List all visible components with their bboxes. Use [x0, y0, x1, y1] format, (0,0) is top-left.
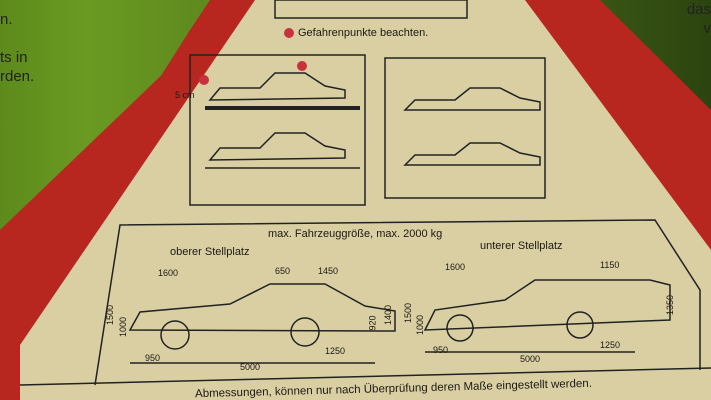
- danger-marker-icon: [284, 28, 294, 38]
- right-side-text: das v: [686, 1, 711, 37]
- upper-diagram-frame: [189, 54, 366, 206]
- lower-spot-label: unterer Stellplatz: [480, 240, 563, 252]
- car-drawings: [19, 72, 711, 386]
- dim-label: 1150: [600, 260, 620, 270]
- dim-label: 5000: [240, 362, 261, 372]
- dim-label: 1500: [403, 302, 414, 324]
- left-side-text: n. ts in rden.: [0, 11, 35, 85]
- dim-label: 1350: [665, 294, 676, 316]
- dim-label: 1500: [105, 304, 116, 326]
- dim-label: 950: [145, 353, 161, 363]
- dim-label: 950: [433, 345, 449, 355]
- dim-label: 1600: [158, 268, 179, 278]
- dim-label: 920: [367, 315, 378, 331]
- max-size-title: max. Fahrzeuggröße, max. 2000 kg: [268, 228, 443, 240]
- dim-label: 1000: [415, 314, 426, 336]
- upper-spot-label: oberer Stellplatz: [170, 246, 250, 258]
- lower-diagram-frame: [384, 57, 546, 199]
- dim-label: 1400: [383, 304, 394, 326]
- dim-label: 1450: [318, 266, 339, 276]
- dim-label: 1600: [445, 262, 466, 272]
- dim-label: 1000: [118, 316, 129, 338]
- dim-label: 650: [275, 266, 291, 276]
- dim-label: 1250: [325, 346, 346, 356]
- danger-legend: Gefahrenpunkte beachten.: [298, 27, 429, 39]
- clearance-label: 5 cm: [175, 90, 195, 100]
- dim-label: 1250: [600, 340, 621, 350]
- dim-label: 5000: [520, 354, 541, 364]
